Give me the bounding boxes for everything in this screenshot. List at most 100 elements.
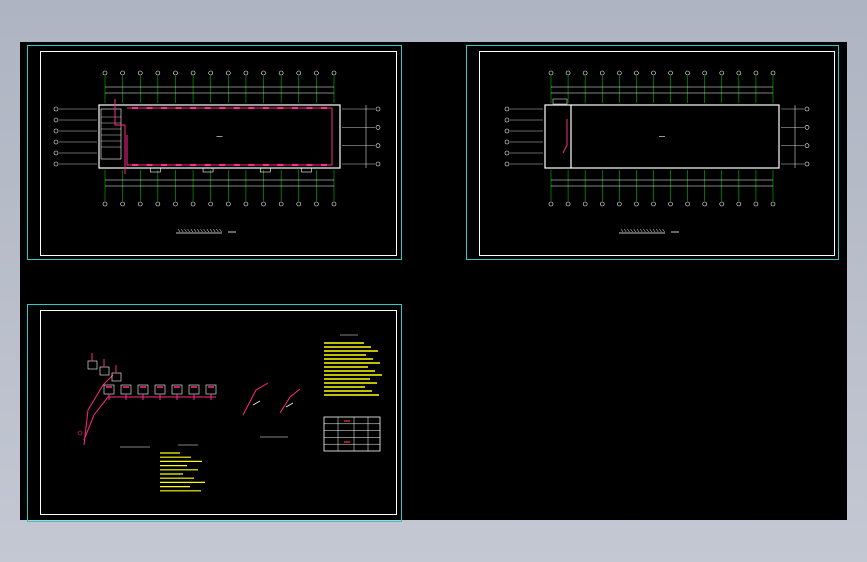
wall-outline	[544, 104, 780, 169]
axis-bubble	[155, 70, 161, 76]
title-glyph	[646, 228, 649, 233]
title-glyph	[633, 228, 637, 233]
axis-bubble	[599, 70, 605, 76]
drawing-sheet-plan-1[interactable]	[27, 45, 402, 260]
axis-bubble	[651, 70, 656, 76]
axis-bubble	[736, 70, 742, 76]
supply-riser	[114, 99, 126, 174]
title-glyph	[649, 228, 653, 233]
axis-bubble	[548, 201, 554, 207]
title-glyph	[219, 228, 222, 233]
cad-drawing-canvas[interactable]	[20, 42, 847, 522]
axis-bubble	[804, 106, 810, 112]
title-glyph	[627, 228, 630, 233]
axis-bubble	[736, 201, 742, 207]
door-step	[260, 167, 271, 173]
title-glyph	[216, 228, 219, 233]
wall-outline	[98, 104, 341, 169]
axis-bubble	[582, 201, 588, 207]
title-glyph	[196, 228, 200, 233]
radiator-symbol	[99, 366, 110, 376]
title-glyph	[193, 228, 197, 233]
axis-bubble	[617, 70, 622, 76]
axis-bubble	[504, 106, 510, 112]
sheet-border	[40, 51, 397, 256]
axis-bubble	[173, 70, 178, 76]
title-glyph	[206, 228, 210, 233]
detail-fitting	[285, 402, 294, 408]
sheet-border	[479, 51, 835, 256]
axis-bubble	[565, 201, 571, 207]
axis-bubble	[243, 70, 249, 76]
drain-point	[77, 430, 83, 436]
axis-bubble	[261, 70, 266, 76]
sheet-border	[40, 310, 397, 515]
title-glyph	[655, 228, 659, 233]
title-glyph	[212, 228, 216, 233]
title-glyph	[623, 228, 627, 233]
supply-main	[83, 396, 216, 441]
axis-bubble	[753, 70, 759, 76]
axis-bubble	[190, 70, 196, 76]
axis-bubble	[261, 201, 266, 207]
axis-bubble	[685, 201, 690, 207]
axis-bubble	[375, 161, 381, 167]
axis-bubble	[719, 201, 725, 207]
axis-bubble	[770, 201, 776, 207]
title-glyph	[643, 228, 646, 233]
door-step	[202, 167, 214, 173]
title-glyph	[187, 228, 190, 233]
axis-bubble	[668, 70, 673, 76]
axis-bubble	[208, 70, 213, 76]
axis-bubble	[753, 201, 759, 207]
heating-pipe	[562, 119, 568, 154]
material-table	[323, 416, 381, 452]
drawing-sheet-system[interactable]	[27, 304, 402, 522]
title-glyph	[620, 228, 624, 233]
door-step	[301, 167, 312, 173]
axis-bubble	[719, 70, 725, 76]
floor-plan-drawing-2	[504, 70, 810, 234]
axis-bubble	[504, 150, 510, 156]
axis-bubble	[314, 201, 319, 207]
axis-bubble	[702, 70, 707, 76]
axis-bubble	[137, 70, 143, 76]
title-glyph	[184, 228, 187, 233]
axis-bubble	[375, 143, 381, 148]
system-diagram-drawing	[77, 334, 382, 492]
axis-bubble	[102, 70, 108, 76]
floor-plan-drawing-1	[53, 70, 381, 234]
axis-bubble	[296, 201, 302, 207]
axis-bubble	[314, 70, 319, 76]
axis-bubble	[651, 201, 656, 207]
axis-bubble	[53, 150, 59, 156]
axis-bubble	[375, 106, 381, 112]
axis-bubble	[375, 125, 381, 130]
title-glyph	[659, 228, 662, 233]
axis-bubble	[226, 70, 231, 76]
axis-bubble	[53, 139, 59, 145]
axis-bubble	[504, 139, 510, 145]
stair-room	[100, 108, 122, 160]
title-glyph	[639, 228, 643, 233]
drawing-sheet-plan-2[interactable]	[466, 45, 839, 260]
axis-bubble	[599, 201, 605, 207]
axis-bubble	[190, 201, 196, 207]
axis-bubble	[685, 70, 690, 76]
axis-bubble	[208, 201, 213, 207]
title-glyph	[203, 228, 206, 233]
axis-bubble	[702, 201, 707, 207]
axis-bubble	[504, 117, 510, 123]
title-glyph	[177, 228, 181, 233]
title-glyph	[636, 228, 640, 233]
radiator-symbol	[87, 360, 98, 370]
axis-bubble	[617, 201, 622, 207]
axis-bubble	[243, 201, 249, 207]
axis-bubble	[331, 201, 337, 207]
axis-bubble	[120, 70, 125, 76]
axis-bubble	[137, 201, 143, 207]
axis-bubble	[53, 128, 59, 134]
axis-bubble	[804, 161, 810, 167]
axis-bubble	[53, 117, 59, 123]
axis-bubble	[226, 201, 231, 207]
